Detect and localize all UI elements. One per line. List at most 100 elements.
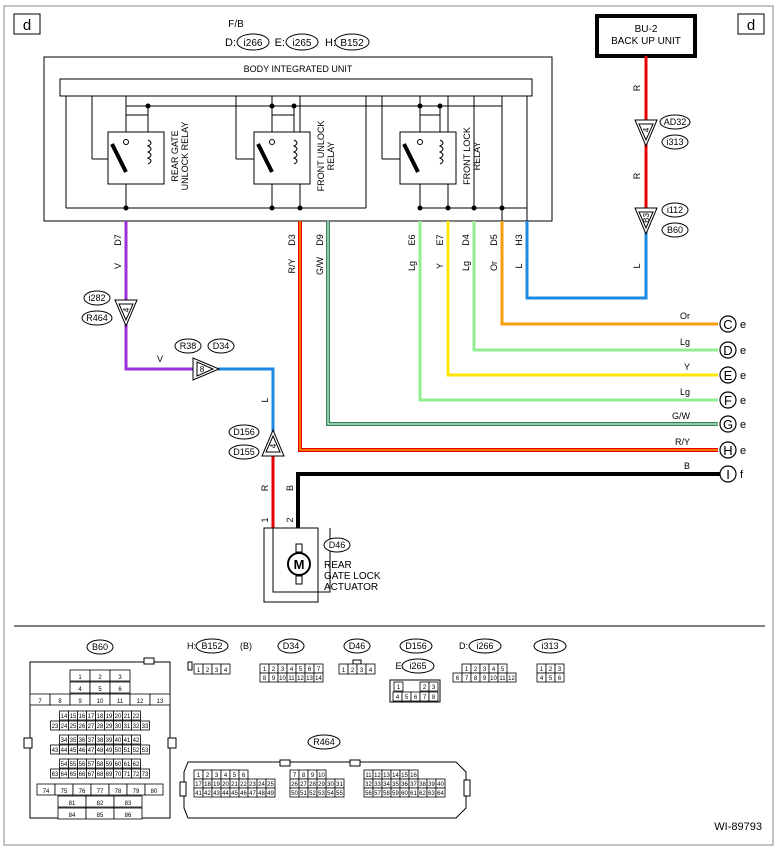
connector-pin: 30	[115, 724, 122, 730]
connector-pin: 22	[240, 782, 247, 788]
body-unit-pins: D7 D3 D9 E6 E7 D4 D5 H3	[113, 234, 524, 246]
wire-label: L	[514, 263, 524, 268]
fb-reference: F/B D: i266 E: i265 H: B152	[225, 19, 370, 51]
connector-pin: 31	[336, 782, 343, 788]
connector-pin: 12	[297, 676, 304, 682]
connector-pin: 34	[61, 738, 68, 744]
terminal-letter: H	[723, 443, 732, 458]
terminal-suffix: f	[740, 469, 744, 481]
connector-pin: 60	[401, 791, 408, 797]
connector-pin: 25	[267, 782, 274, 788]
motor-symbol: M	[294, 557, 305, 572]
connector-pin: 53	[142, 748, 149, 754]
connector-pin: 28	[97, 724, 104, 730]
relay-2-line1: FRONT UNLOCK	[316, 121, 326, 192]
pin-label-2: 2	[285, 517, 295, 522]
connector-pin: 33	[142, 724, 149, 730]
connector-pin: 14	[392, 773, 399, 779]
connector-view-label: D156	[405, 641, 427, 651]
backup-wire-labels: R R L	[632, 84, 642, 268]
connector-pin: 3	[432, 685, 436, 691]
connector-pin: 64	[61, 772, 68, 778]
connector-pin: 9	[78, 699, 82, 705]
connector-pin: 2	[98, 675, 102, 681]
connector-ad32: 4 AD32 i313	[634, 114, 691, 150]
connector-pin: 16	[79, 714, 86, 720]
connector-pin: 53	[318, 791, 325, 797]
connector-pin: 76	[79, 789, 86, 795]
connector-pin: 56	[365, 791, 372, 797]
connector-pin: 40	[115, 738, 122, 744]
connector-pin: 5	[98, 687, 102, 693]
terminal-wire-label: Y	[684, 362, 690, 372]
connector-r38-pin: 8	[200, 365, 205, 374]
connector-pin: 4	[492, 667, 496, 673]
wire-l	[218, 367, 275, 432]
connector-pin: 58	[97, 762, 104, 768]
terminal-wire-label: B	[684, 461, 690, 471]
connector-pin: 29	[106, 724, 113, 730]
connector-pin: 5	[299, 667, 303, 673]
connector-pin: 65	[70, 772, 77, 778]
connector-pin: 47	[249, 791, 256, 797]
connector-pin: 80	[151, 789, 158, 795]
connector-view-prefix: E:	[395, 661, 404, 671]
connector-pin: 25	[70, 724, 77, 730]
terminal-letter: E	[724, 368, 733, 383]
connector-pin: 7	[317, 667, 321, 673]
fb-code-e: i265	[293, 38, 312, 49]
connector-pin: 63	[52, 772, 59, 778]
connector-pin: 42	[204, 791, 211, 797]
connector-pin: 24	[61, 724, 68, 730]
connector-view-prefix: H:	[187, 641, 196, 651]
connector-pin: 9	[311, 773, 315, 779]
connector-pin: 3	[118, 675, 122, 681]
connector-pin: 13	[157, 699, 164, 705]
connector-pin: 11	[365, 773, 372, 779]
connector-pin: 9	[272, 676, 276, 682]
wire-lg-e6	[418, 221, 718, 402]
wire-or	[500, 221, 718, 326]
connector-pin: 57	[88, 762, 95, 768]
connector-d156-pin: 4	[269, 443, 278, 448]
wire-label: Or	[489, 261, 499, 271]
terminal-letter: D	[723, 343, 732, 358]
connector-pin: 67	[88, 772, 95, 778]
connector-ad32-bottom: i313	[666, 137, 683, 147]
connector-pin: 81	[69, 801, 76, 807]
connector-pin: 7	[38, 699, 42, 705]
connector-pin: 42	[133, 738, 140, 744]
pin-label: D9	[315, 234, 325, 246]
connector-pin: 45	[70, 748, 77, 754]
connector-pin: 60	[115, 762, 122, 768]
wire-label: R	[632, 172, 642, 179]
connector-pin: 55	[336, 791, 343, 797]
connector-i112-top: i112	[667, 205, 683, 215]
connector-pin: 51	[300, 791, 307, 797]
connector-pin: 11	[499, 676, 506, 682]
connector-pin: 7	[293, 773, 297, 779]
connector-pin: 41	[195, 791, 202, 797]
pin-label: E6	[407, 234, 417, 245]
connector-pin: 19	[106, 714, 113, 720]
connector-pin: 43	[213, 791, 220, 797]
wire-lg-d4	[472, 221, 718, 352]
fb-prefix-e: E:	[275, 37, 285, 49]
connector-pin: 1	[197, 773, 201, 779]
connector-i282-top: i282	[88, 293, 105, 303]
pin-label: D4	[461, 234, 471, 246]
connector-pin: 52	[133, 748, 140, 754]
relay-3-line2: RELAY	[472, 142, 482, 171]
connector-pin: 22	[133, 714, 140, 720]
connector-pin: 1	[465, 667, 469, 673]
backup-unit-line1: BU-2	[635, 24, 658, 35]
connector-pin: 47	[88, 748, 95, 754]
connector-pin: 3	[281, 667, 285, 673]
pin-label: H3	[514, 234, 524, 246]
connector-pin: 50	[291, 791, 298, 797]
